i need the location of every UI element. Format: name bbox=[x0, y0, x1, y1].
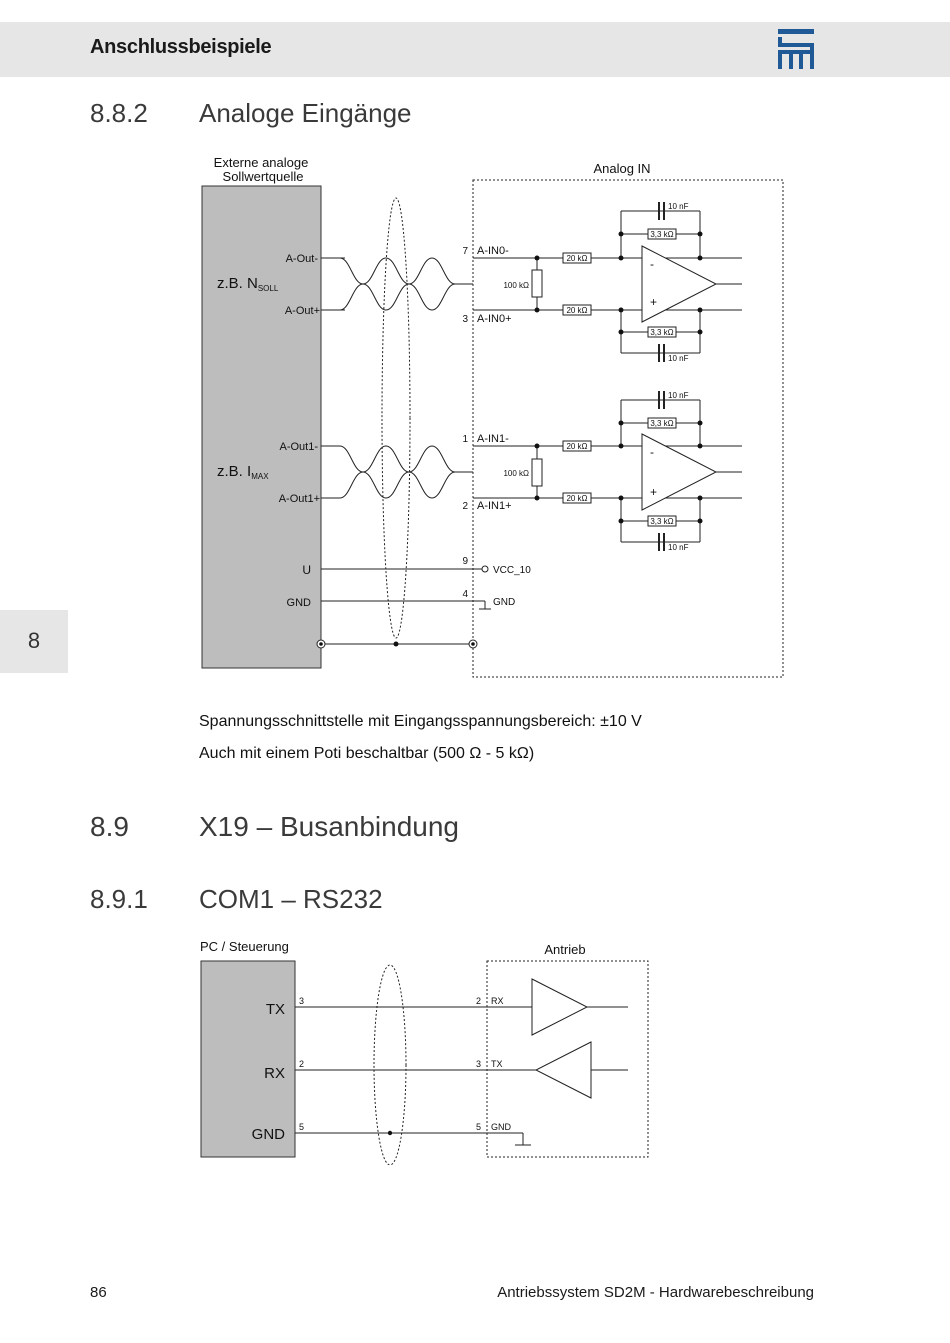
out-neg-1: A-Out- bbox=[286, 253, 319, 265]
c10n-0b: 10 nF bbox=[668, 354, 689, 363]
in0-pos: A-IN0+ bbox=[477, 313, 512, 325]
gnd-left-label: GND bbox=[287, 597, 312, 609]
section-number: 8.9.1 bbox=[90, 884, 148, 914]
section-title: COM1 – RS232 bbox=[199, 884, 383, 914]
chapter-tab: 8 bbox=[0, 610, 68, 673]
r33k-0a: 3,3 kΩ bbox=[650, 230, 673, 239]
source2-label: z.B. IMAX bbox=[217, 463, 269, 481]
r20k-1a: 20 kΩ bbox=[566, 442, 587, 451]
opamp0-plus: + bbox=[650, 295, 657, 309]
gnd-right-label: GND bbox=[493, 597, 515, 608]
r100k-0: 100 kΩ bbox=[503, 281, 529, 290]
rs232-right-title: Antrieb bbox=[544, 942, 585, 957]
vcc-label: VCC_10 bbox=[493, 565, 531, 576]
pin-tx-right: 3 bbox=[476, 1059, 481, 1069]
pin-9: 9 bbox=[462, 556, 468, 567]
r33k-0b: 3,3 kΩ bbox=[650, 328, 673, 337]
source1-label: z.B. NSOLL bbox=[217, 275, 279, 293]
in0-neg: A-IN0- bbox=[477, 245, 509, 257]
pin-gnd-left: 5 bbox=[299, 1122, 304, 1132]
pin-1: 1 bbox=[462, 434, 468, 445]
section-number: 8.9 bbox=[90, 811, 129, 842]
c10n-1a: 10 nF bbox=[668, 391, 689, 400]
pin-2: 2 bbox=[462, 501, 468, 512]
out-pos-1: A-Out+ bbox=[285, 305, 320, 317]
out-neg-2: A-Out1- bbox=[279, 441, 318, 453]
rs232-tx-label: TX bbox=[266, 1001, 285, 1018]
pin-4: 4 bbox=[462, 589, 468, 600]
pin-7: 7 bbox=[462, 246, 468, 257]
r20k-0b: 20 kΩ bbox=[566, 306, 587, 315]
r100k-1: 100 kΩ bbox=[503, 469, 529, 478]
rs232-rx-label: RX bbox=[264, 1065, 285, 1082]
r33k-1b: 3,3 kΩ bbox=[650, 517, 673, 526]
company-logo bbox=[778, 29, 814, 69]
opamp0-minus: - bbox=[650, 257, 654, 271]
sig-tx: TX bbox=[491, 1059, 503, 1069]
section-number: 8.8.2 bbox=[90, 98, 148, 128]
source-label-2: Sollwertquelle bbox=[223, 169, 304, 184]
rs232-diagram: PC / Steuerung Antrieb TX RX GND 3 2 5 2… bbox=[200, 939, 649, 1165]
in1-pos: A-IN1+ bbox=[477, 500, 512, 512]
c10n-0a: 10 nF bbox=[668, 202, 689, 211]
paragraph-voltage-interface: Spannungsschnittstelle mit Eingangsspann… bbox=[199, 713, 642, 730]
chapter-number: 8 bbox=[27, 628, 41, 653]
page-number: 86 bbox=[90, 1284, 107, 1301]
pin-tx-left: 3 bbox=[299, 996, 304, 1006]
paragraph-poti: Auch mit einem Poti beschaltbar (500 Ω -… bbox=[199, 745, 535, 762]
section-title: Analoge Eingänge bbox=[199, 98, 412, 128]
in1-neg: A-IN1- bbox=[477, 433, 509, 445]
pin-rx-right: 2 bbox=[476, 996, 481, 1006]
rs232-left-title: PC / Steuerung bbox=[200, 939, 289, 954]
footer-title: Antriebssystem SD2M - Hardwarebeschreibu… bbox=[497, 1284, 814, 1301]
pin-rx-left: 2 bbox=[299, 1059, 304, 1069]
r20k-1b: 20 kΩ bbox=[566, 494, 587, 503]
target-label: Analog IN bbox=[593, 161, 650, 176]
opamp1-minus: - bbox=[650, 445, 654, 459]
u-label: U bbox=[302, 563, 311, 577]
r20k-0a: 20 kΩ bbox=[566, 254, 587, 263]
rs232-gnd-label: GND bbox=[252, 1126, 286, 1143]
c10n-1b: 10 nF bbox=[668, 543, 689, 552]
source-label-1: Externe analoge bbox=[214, 155, 309, 170]
r33k-1a: 3,3 kΩ bbox=[650, 419, 673, 428]
pin-3: 3 bbox=[462, 314, 468, 325]
pin-gnd-right: 5 bbox=[476, 1122, 481, 1132]
sig-rx: RX bbox=[491, 996, 504, 1006]
opamp1-plus: + bbox=[650, 485, 657, 499]
section-title: X19 – Busanbindung bbox=[199, 811, 459, 842]
out-pos-2: A-Out1+ bbox=[279, 493, 320, 505]
sig-gnd: GND bbox=[491, 1122, 512, 1132]
analog-inputs-diagram: Externe analoge Sollwertquelle Analog IN… bbox=[201, 155, 784, 678]
header-title: Anschlussbeispiele bbox=[90, 36, 272, 58]
